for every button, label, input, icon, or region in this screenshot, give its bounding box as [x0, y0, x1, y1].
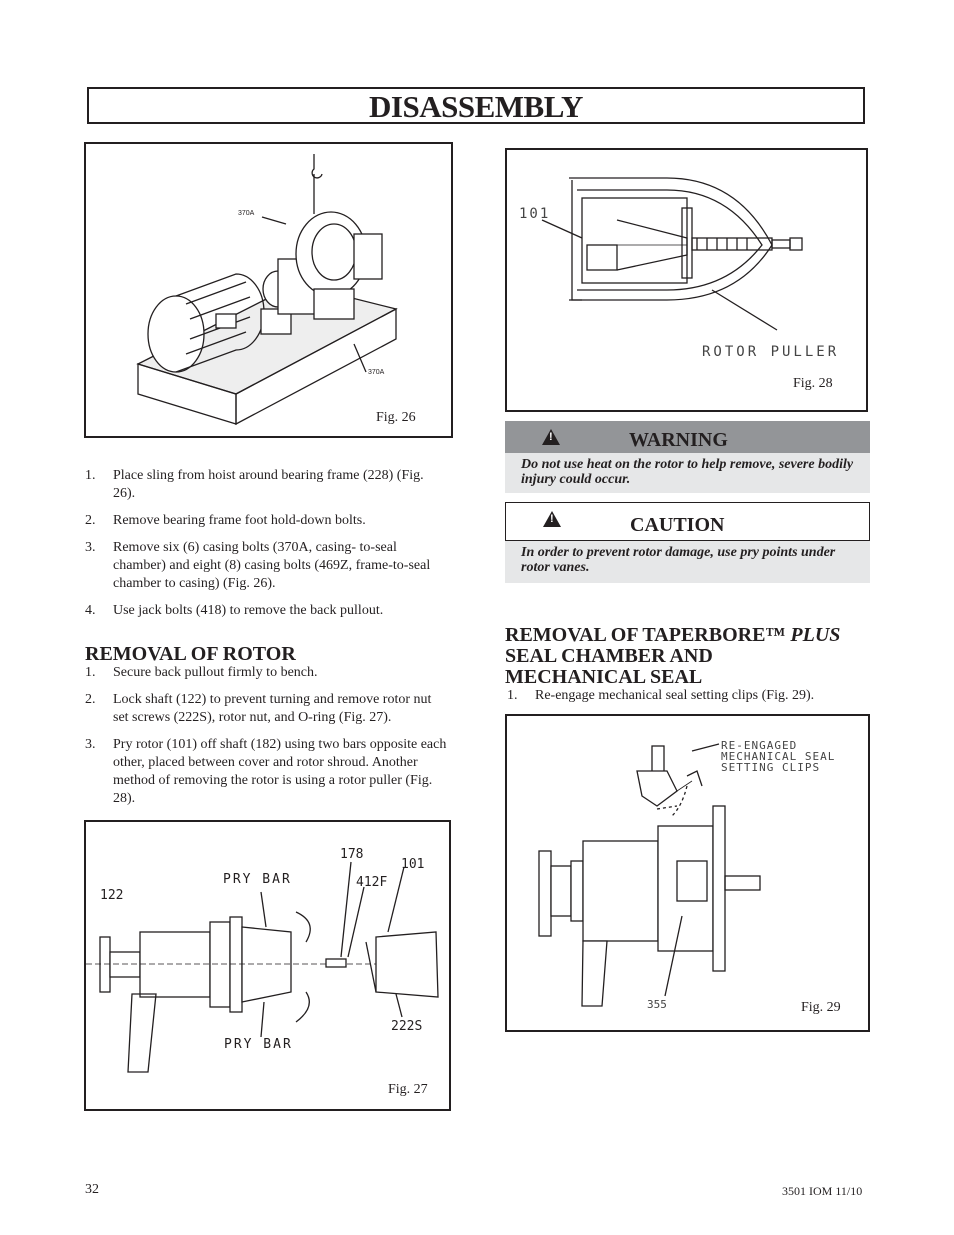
figure-26-illustration: [136, 154, 398, 426]
removal-of-taperbore-steps: 1.Re-engage mechanical seal setting clip…: [507, 687, 867, 714]
caution-text: In order to prevent rotor damage, use pr…: [505, 541, 870, 583]
fig28-label-101: 101: [519, 206, 551, 222]
caution-label: CAUTION: [630, 514, 725, 536]
fig27-label-178: 178: [340, 847, 364, 862]
figure-28-illustration: [541, 177, 803, 331]
fig26-caption: Fig. 26: [376, 410, 416, 425]
fig29-caption: Fig. 29: [801, 1000, 841, 1015]
warning-triangle-icon: !: [542, 429, 560, 445]
list-item: 1.Place sling from hoist around bearing …: [85, 468, 424, 501]
page-number: 32: [85, 1182, 99, 1197]
fig27-label-101: 101: [401, 857, 425, 872]
figure-29-illustration: [538, 743, 761, 1007]
removal-of-taperbore-heading: REMOVAL OF TAPERBORE™ PLUS SEAL CHAMBER …: [505, 624, 841, 688]
figure-27-illustration: [86, 861, 439, 1073]
figure-29: RE-ENGAGED MECHANICAL SEAL SETTING CLIPS…: [505, 714, 870, 1032]
page-title: DISASSEMBLY: [87, 87, 865, 124]
intro-steps-list: 1.Place sling from hoist around bearing …: [85, 467, 440, 629]
list-item: 1.Re-engage mechanical seal setting clip…: [507, 688, 815, 703]
figure-28: 101 ROTOR PULLER Fig. 28: [505, 148, 868, 412]
caution-triangle-icon: !: [543, 511, 561, 527]
warning-label: WARNING: [629, 429, 728, 451]
list-item: 1.Secure back pullout firmly to bench.: [85, 665, 318, 680]
fig29-label-355: 355: [647, 998, 667, 1011]
figure-27: 178 101 122 PRY BAR 412F 222S PRY BAR Fi…: [84, 820, 451, 1111]
fig27-label-122: 122: [100, 888, 124, 903]
fig26-label-370a-bottom: 370A: [368, 369, 385, 376]
list-item: 2.Remove bearing frame foot hold-down bo…: [85, 513, 366, 528]
caution-header: ! CAUTION: [505, 502, 870, 541]
fig27-label-222s: 222S: [391, 1019, 423, 1034]
removal-of-rotor-heading: REMOVAL OF ROTOR: [85, 643, 296, 665]
fig27-label-pry-bar-bottom: PRY BAR: [224, 1037, 293, 1052]
figure-26: 370A 370A Fig. 26: [84, 142, 453, 438]
fig28-label-rotor-puller: ROTOR PULLER: [702, 344, 840, 360]
fig27-label-pry-bar-top: PRY BAR: [223, 872, 292, 887]
list-item: 3.Pry rotor (101) off shaft (182) using …: [85, 737, 447, 806]
doc-code: 3501 IOM 11/10: [782, 1184, 863, 1198]
fig27-label-412f: 412F: [356, 875, 388, 890]
fig27-caption: Fig. 27: [388, 1082, 428, 1097]
warning-header: ! WARNING: [505, 421, 870, 453]
fig28-caption: Fig. 28: [793, 376, 833, 391]
list-item: 2.Lock shaft (122) to prevent turning an…: [85, 692, 432, 725]
warning-text: Do not use heat on the rotor to help rem…: [505, 453, 870, 493]
removal-of-rotor-steps: 1.Secure back pullout firmly to bench. 2…: [85, 664, 450, 817]
fig26-label-370a-top: 370A: [238, 210, 255, 217]
list-item: 4.Use jack bolts (418) to remove the bac…: [85, 603, 384, 618]
list-item: 3.Remove six (6) casing bolts (370A, cas…: [85, 540, 431, 591]
fig29-label-re-engaged: RE-ENGAGED MECHANICAL SEAL SETTING CLIPS: [721, 739, 836, 774]
